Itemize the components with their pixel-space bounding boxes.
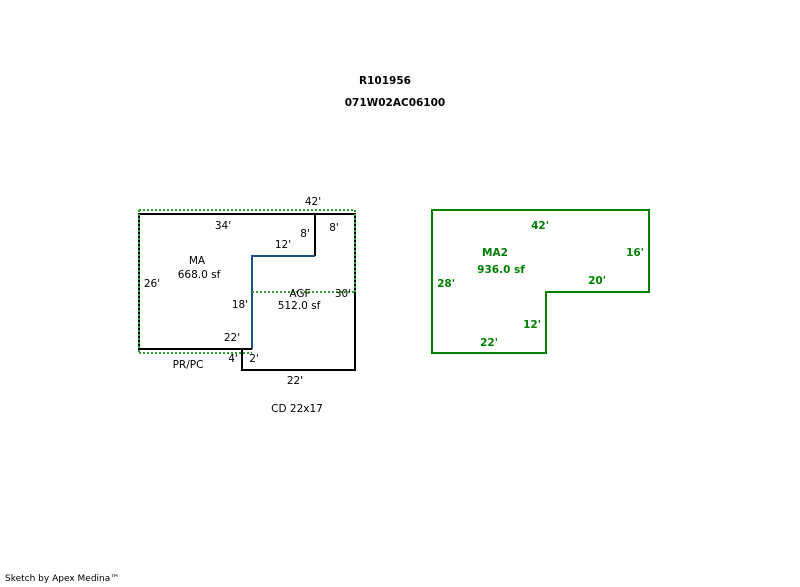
footer-credit: Sketch by Apex Medina™ [5,574,120,584]
sketch-1: 42' 34' 8' 12' 18' 22' 26' MA 668.0 sf 8… [138,196,356,415]
dim: 12' [523,319,541,331]
dotted-lines [138,209,356,354]
dim: 42' [531,220,549,232]
sketch-2: 42' 16' 20' 12' 22' 28' MA2 936.0 sf [431,209,650,354]
dim: 30' [335,288,351,300]
dim: 8' [329,222,339,234]
dim: 28' [437,278,455,290]
caption: CD 22x17 [271,403,323,415]
dim: 8' [300,228,310,240]
dim: 12' [275,239,291,251]
dim: 26' [144,278,160,290]
ma2-label: MA2 [482,247,508,259]
ma-area: 668.0 sf [178,269,221,281]
dim-outer: 42' [305,196,321,208]
dim: 2' [249,353,259,365]
dim: 22' [480,337,498,349]
map-number: 071W02AC06100 [345,97,445,109]
prpc-label: PR/PC [173,359,204,371]
dim: 22' [287,375,303,387]
ma2-outline [431,209,650,354]
dim: 22' [224,332,240,344]
parcel-id: R101956 [359,75,411,87]
dim: 16' [626,247,644,259]
agf-label: AGF [289,288,310,300]
dim: 20' [588,275,606,287]
agf-outline [241,213,356,371]
ma-step-line [251,255,315,349]
ma-label: MA [189,255,206,267]
dim: 18' [232,299,248,311]
dim: 4' [228,353,238,365]
dim: 34' [215,220,231,232]
ma-outline [138,213,316,350]
agf-area: 512.0 sf [278,300,321,312]
ma2-area: 936.0 sf [477,264,525,276]
